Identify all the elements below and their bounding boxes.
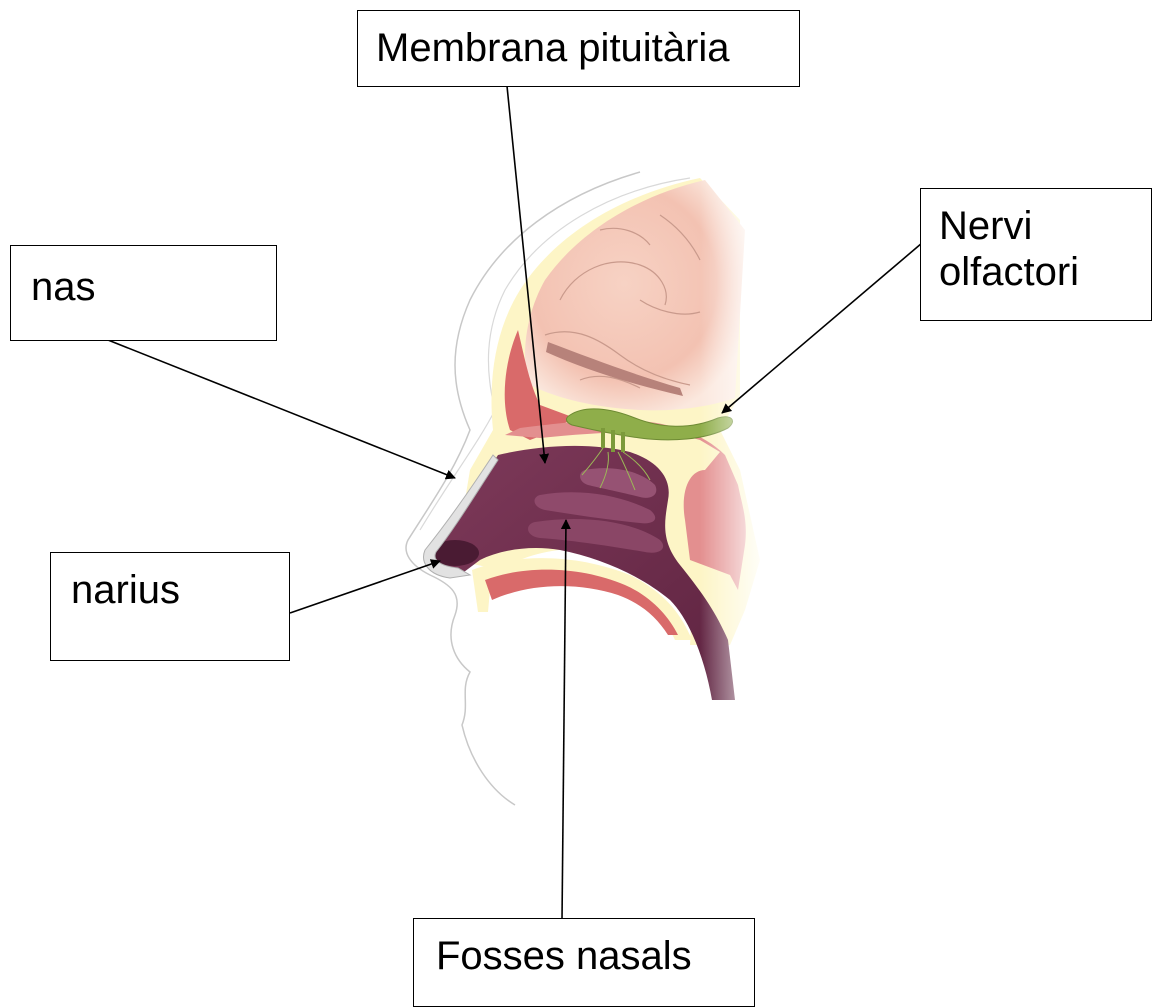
label-nervi-text-line1: Nervi [939, 203, 1151, 249]
label-fosses-nasals: Fosses nasals [413, 918, 755, 1007]
label-narius-text: narius [71, 567, 289, 613]
leader-line-narius [290, 561, 440, 613]
label-membrana-pituitaria: Membrana pituitària [357, 10, 800, 87]
label-nervi-olfactori: Nervi olfactori [920, 188, 1152, 321]
illustration-fade [700, 170, 770, 710]
label-nas: nas [10, 245, 277, 341]
label-membrana-text: Membrana pituitària [376, 25, 799, 71]
label-narius: narius [50, 552, 290, 661]
label-nas-text: nas [31, 264, 276, 310]
leader-line-nas [108, 340, 455, 478]
label-nervi-text-line2: olfactori [939, 249, 1151, 295]
label-fosses-text: Fosses nasals [436, 933, 754, 979]
